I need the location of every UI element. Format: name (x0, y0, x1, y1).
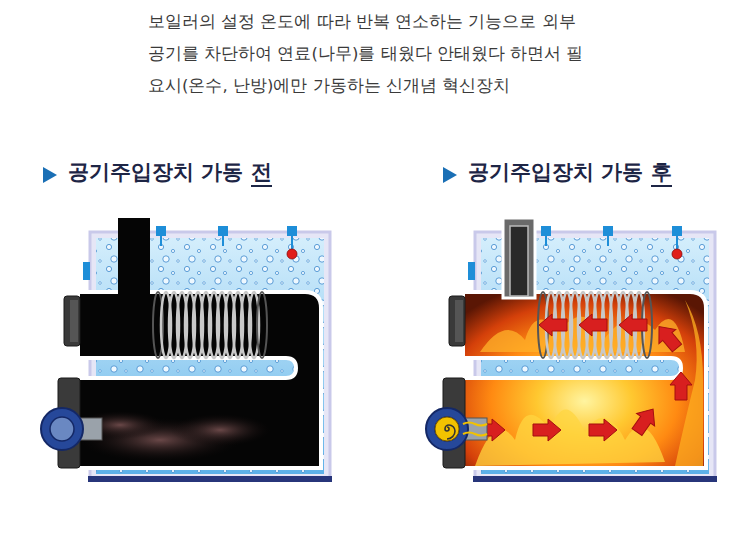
boiler-panel: 공기주입장치 가동 전 (40, 158, 340, 484)
description-text: 보일러의 설정 온도에 따라 반복 연소하는 기능으로 외부공기를 차단하여 연… (148, 6, 588, 102)
boiler-after (426, 218, 717, 482)
combustion-chamber (78, 292, 321, 468)
combustion-chamber (463, 292, 706, 468)
chimney-flue (510, 226, 528, 296)
flow-arrow (539, 314, 567, 336)
flow-arrow (619, 314, 647, 336)
flow-arrow (533, 419, 561, 441)
heading-underline (251, 185, 272, 187)
heading-underline (651, 185, 672, 187)
flow-arrow (589, 419, 617, 441)
flow-arrow (579, 314, 607, 336)
boiler-panel: 공기주입장치 가동 후 (440, 158, 740, 484)
panel-heading: 공기주입장치 가동 전 (68, 158, 272, 186)
door-and-blower (426, 296, 487, 468)
heat-coil (538, 292, 652, 358)
flow-arrow (628, 403, 662, 439)
flow-arrow (651, 319, 686, 355)
wood-fuel (170, 414, 270, 446)
blower-swirl (435, 417, 459, 441)
blower-swirl (445, 425, 455, 439)
heading-marker (43, 167, 57, 183)
chimney (118, 218, 150, 298)
chimney (503, 218, 535, 298)
flow-arrow (670, 372, 692, 400)
panel-heading: 공기주입장치 가동 후 (468, 158, 672, 186)
flames (475, 300, 703, 466)
boiler-before (41, 218, 332, 482)
door-and-blower (41, 296, 102, 468)
heat-coil (153, 292, 267, 358)
heading-marker (443, 167, 457, 183)
air-flow (463, 423, 487, 436)
